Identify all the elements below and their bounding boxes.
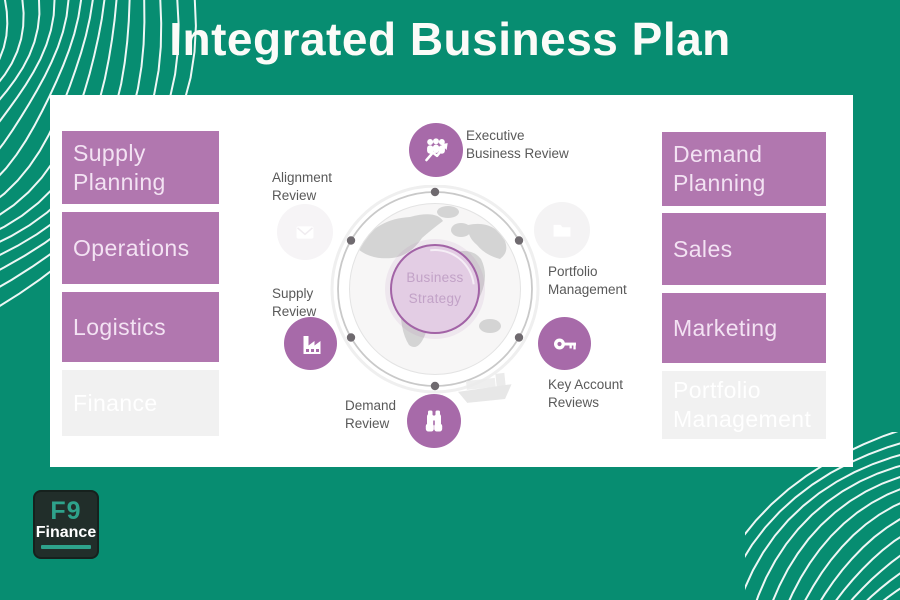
pillar-marketing: Marketing xyxy=(662,293,826,363)
factory-icon xyxy=(303,335,320,354)
folder-icon xyxy=(553,224,571,237)
pillar-label: Supply Planning xyxy=(73,139,166,195)
cargo-ship-illustration xyxy=(458,372,512,403)
label-supply-review: Supply Review xyxy=(272,286,317,319)
logo-name: Finance xyxy=(35,524,97,541)
pillar-supply-planning: Supply Planning xyxy=(62,131,219,204)
pillar-demand-planning: Demand Planning xyxy=(662,132,826,206)
pillar-label: Logistics xyxy=(73,313,167,340)
logo-mark: F9 xyxy=(50,497,82,525)
label-demand-review: Demand Review xyxy=(345,398,397,431)
node-alignment-review-faded xyxy=(277,204,333,260)
envelope-icon xyxy=(296,226,314,239)
page-title: Integrated Business Plan xyxy=(169,13,731,65)
node-portfolio-management-faded xyxy=(534,202,590,258)
orbit-dots xyxy=(346,187,524,391)
node-supply-review xyxy=(284,317,337,370)
orbit-ring-soft xyxy=(330,185,540,394)
f9-finance-logo: F9 Finance xyxy=(33,490,99,559)
label-key-account-reviews: Key Account Reviews xyxy=(548,377,624,410)
pillar-logistics: Logistics xyxy=(62,292,219,362)
node-demand-review xyxy=(407,394,461,448)
pillar-label: Operations xyxy=(73,234,190,261)
pillar-label: Demand Planning xyxy=(673,141,766,196)
logo-underline-bar xyxy=(41,545,91,549)
pillar-label: Sales xyxy=(673,235,733,262)
pillar-portfolio-management-faded: Portfolio Management xyxy=(662,371,826,439)
node-key-account-reviews xyxy=(538,317,591,370)
pillar-operations: Operations xyxy=(62,212,219,284)
pillar-sales: Sales xyxy=(662,213,826,285)
node-executive-business-review xyxy=(409,123,463,177)
people-growth-icon xyxy=(425,138,448,162)
label-alignment-review: Alignment Review xyxy=(272,170,333,203)
key-icon xyxy=(553,338,576,349)
label-portfolio-management: Portfolio Management xyxy=(548,264,627,297)
label-executive-business-review: Executive Business Review xyxy=(466,128,569,161)
pillar-label: Marketing xyxy=(673,314,778,341)
pillar-label: Portfolio Management xyxy=(673,377,812,432)
business-strategy-circle: Business Strategy xyxy=(390,244,480,334)
pillar-finance-faded: Finance xyxy=(62,370,219,436)
pillar-label: Finance xyxy=(73,389,158,416)
binoculars-icon xyxy=(425,410,443,432)
